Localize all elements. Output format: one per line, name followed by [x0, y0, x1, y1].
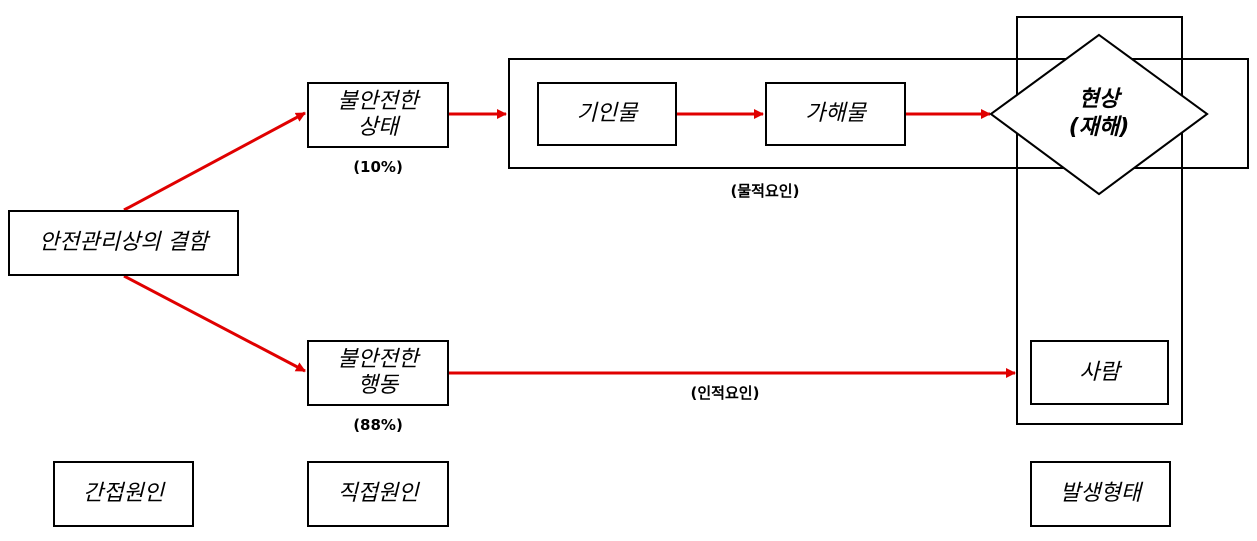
- phenomenon-label: 현상 (재해): [1039, 86, 1159, 142]
- arrow-root-to-unsafe-state: [123, 111, 306, 212]
- occurrence-type-box: 발생형태: [1030, 461, 1171, 527]
- unsafe-act-line1: 불안전한: [337, 347, 419, 372]
- indirect-cause-box: 간접원인: [53, 461, 194, 527]
- unsafe-act-line2: 행동: [357, 373, 399, 398]
- person-box: 사람: [1030, 340, 1169, 405]
- unsafe-act-box: 불안전한 행동: [307, 340, 449, 406]
- direct-cause-label: 직접원인: [337, 481, 419, 506]
- root-cause-box: 안전관리상의 결함: [8, 210, 239, 276]
- phenomenon-diamond-shape: [989, 33, 1209, 196]
- direct-cause-box: 직접원인: [307, 461, 449, 527]
- occurrence-type-label: 발생형태: [1060, 481, 1141, 506]
- root-cause-label: 안전관리상의 결함: [39, 230, 208, 255]
- unsafe-act-percentage: (88%): [353, 416, 403, 434]
- phenomenon-line1: 현상: [1078, 87, 1120, 112]
- indirect-cause-label: 간접원인: [83, 481, 164, 506]
- occurrence-frame: [1016, 16, 1183, 425]
- arrow-root-to-unsafe-act: [123, 274, 306, 373]
- harm-object-box: 가해물: [765, 82, 906, 146]
- physical-factor-label: (물적요인): [730, 182, 800, 200]
- origin-object-box: 기인물: [537, 82, 677, 146]
- origin-object-label: 기인물: [576, 101, 638, 126]
- unsafe-state-percentage: (10%): [353, 158, 403, 176]
- phenomenon-line2: (재해): [1068, 115, 1130, 140]
- person-label: 사람: [1079, 359, 1120, 385]
- unsafe-state-box: 불안전한 상태: [307, 82, 449, 148]
- unsafe-state-line2: 상태: [357, 115, 399, 140]
- harm-object-label: 가해물: [805, 101, 866, 126]
- physical-factor-frame: [508, 58, 1249, 169]
- unsafe-state-line1: 불안전한: [337, 89, 419, 114]
- human-factor-label: (인적요인): [690, 384, 760, 402]
